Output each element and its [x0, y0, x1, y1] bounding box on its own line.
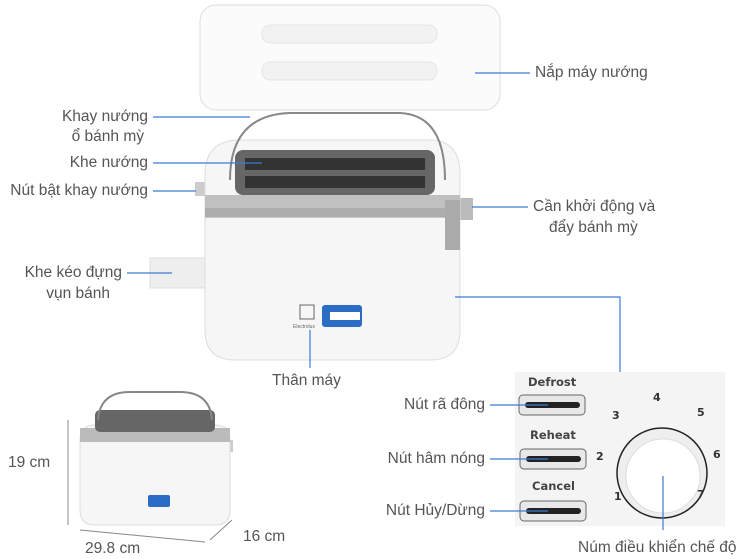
toaster-main: Electrolux	[149, 112, 473, 361]
dimension-depth: 16 cm	[243, 528, 286, 545]
reheat-button[interactable]	[519, 448, 587, 470]
label-lever-2: đẩy bánh mỳ	[549, 219, 638, 236]
cancel-button[interactable]	[519, 500, 587, 522]
dimension-arrows	[67, 420, 233, 543]
defrost-button[interactable]	[518, 394, 586, 416]
mode-dial[interactable]	[616, 427, 708, 519]
dial-number-7: 7	[697, 488, 705, 501]
dial-number-1: 1	[614, 490, 622, 503]
dial-number-5: 5	[697, 406, 705, 419]
label-tray-release: Nút bật khay nướng	[10, 182, 148, 199]
label-slot: Khe nướng	[69, 154, 148, 171]
dimension-height: 19 cm	[8, 454, 51, 471]
dial-number-4: 4	[653, 391, 661, 404]
dial-number-3: 3	[612, 409, 620, 422]
label-tray-2: ổ bánh mỳ	[71, 128, 144, 145]
lid	[199, 4, 501, 111]
control-panel: Defrost Reheat Cancel 1 2 3 4 5 6 7	[515, 372, 725, 526]
dial-number-6: 6	[713, 448, 721, 461]
toaster-small	[79, 391, 233, 526]
label-defrost: Nút rã đông	[404, 396, 485, 413]
dimension-width: 29.8 cm	[85, 540, 141, 557]
label-lid: Nắp máy nướng	[535, 64, 648, 81]
label-body: Thân máy	[272, 372, 341, 389]
label-dial: Núm điều khiển chế độ	[578, 539, 737, 556]
label-reheat: Nút hâm nóng	[387, 450, 485, 467]
label-lever-1: Cần khởi động và	[533, 198, 656, 215]
panel-label-cancel: Cancel	[532, 479, 575, 493]
label-tray-1: Khay nướng	[61, 108, 148, 125]
panel-label-reheat: Reheat	[530, 428, 576, 442]
label-cancel: Nút Hủy/Dừng	[385, 502, 485, 519]
dial-number-2: 2	[596, 450, 604, 463]
leader-lines	[127, 72, 664, 530]
label-crumb-1: Khe kéo đựng	[24, 264, 122, 281]
panel-label-defrost: Defrost	[528, 375, 577, 389]
label-crumb-2: vụn bánh	[46, 285, 110, 302]
brand-logo: Electrolux	[293, 324, 315, 330]
